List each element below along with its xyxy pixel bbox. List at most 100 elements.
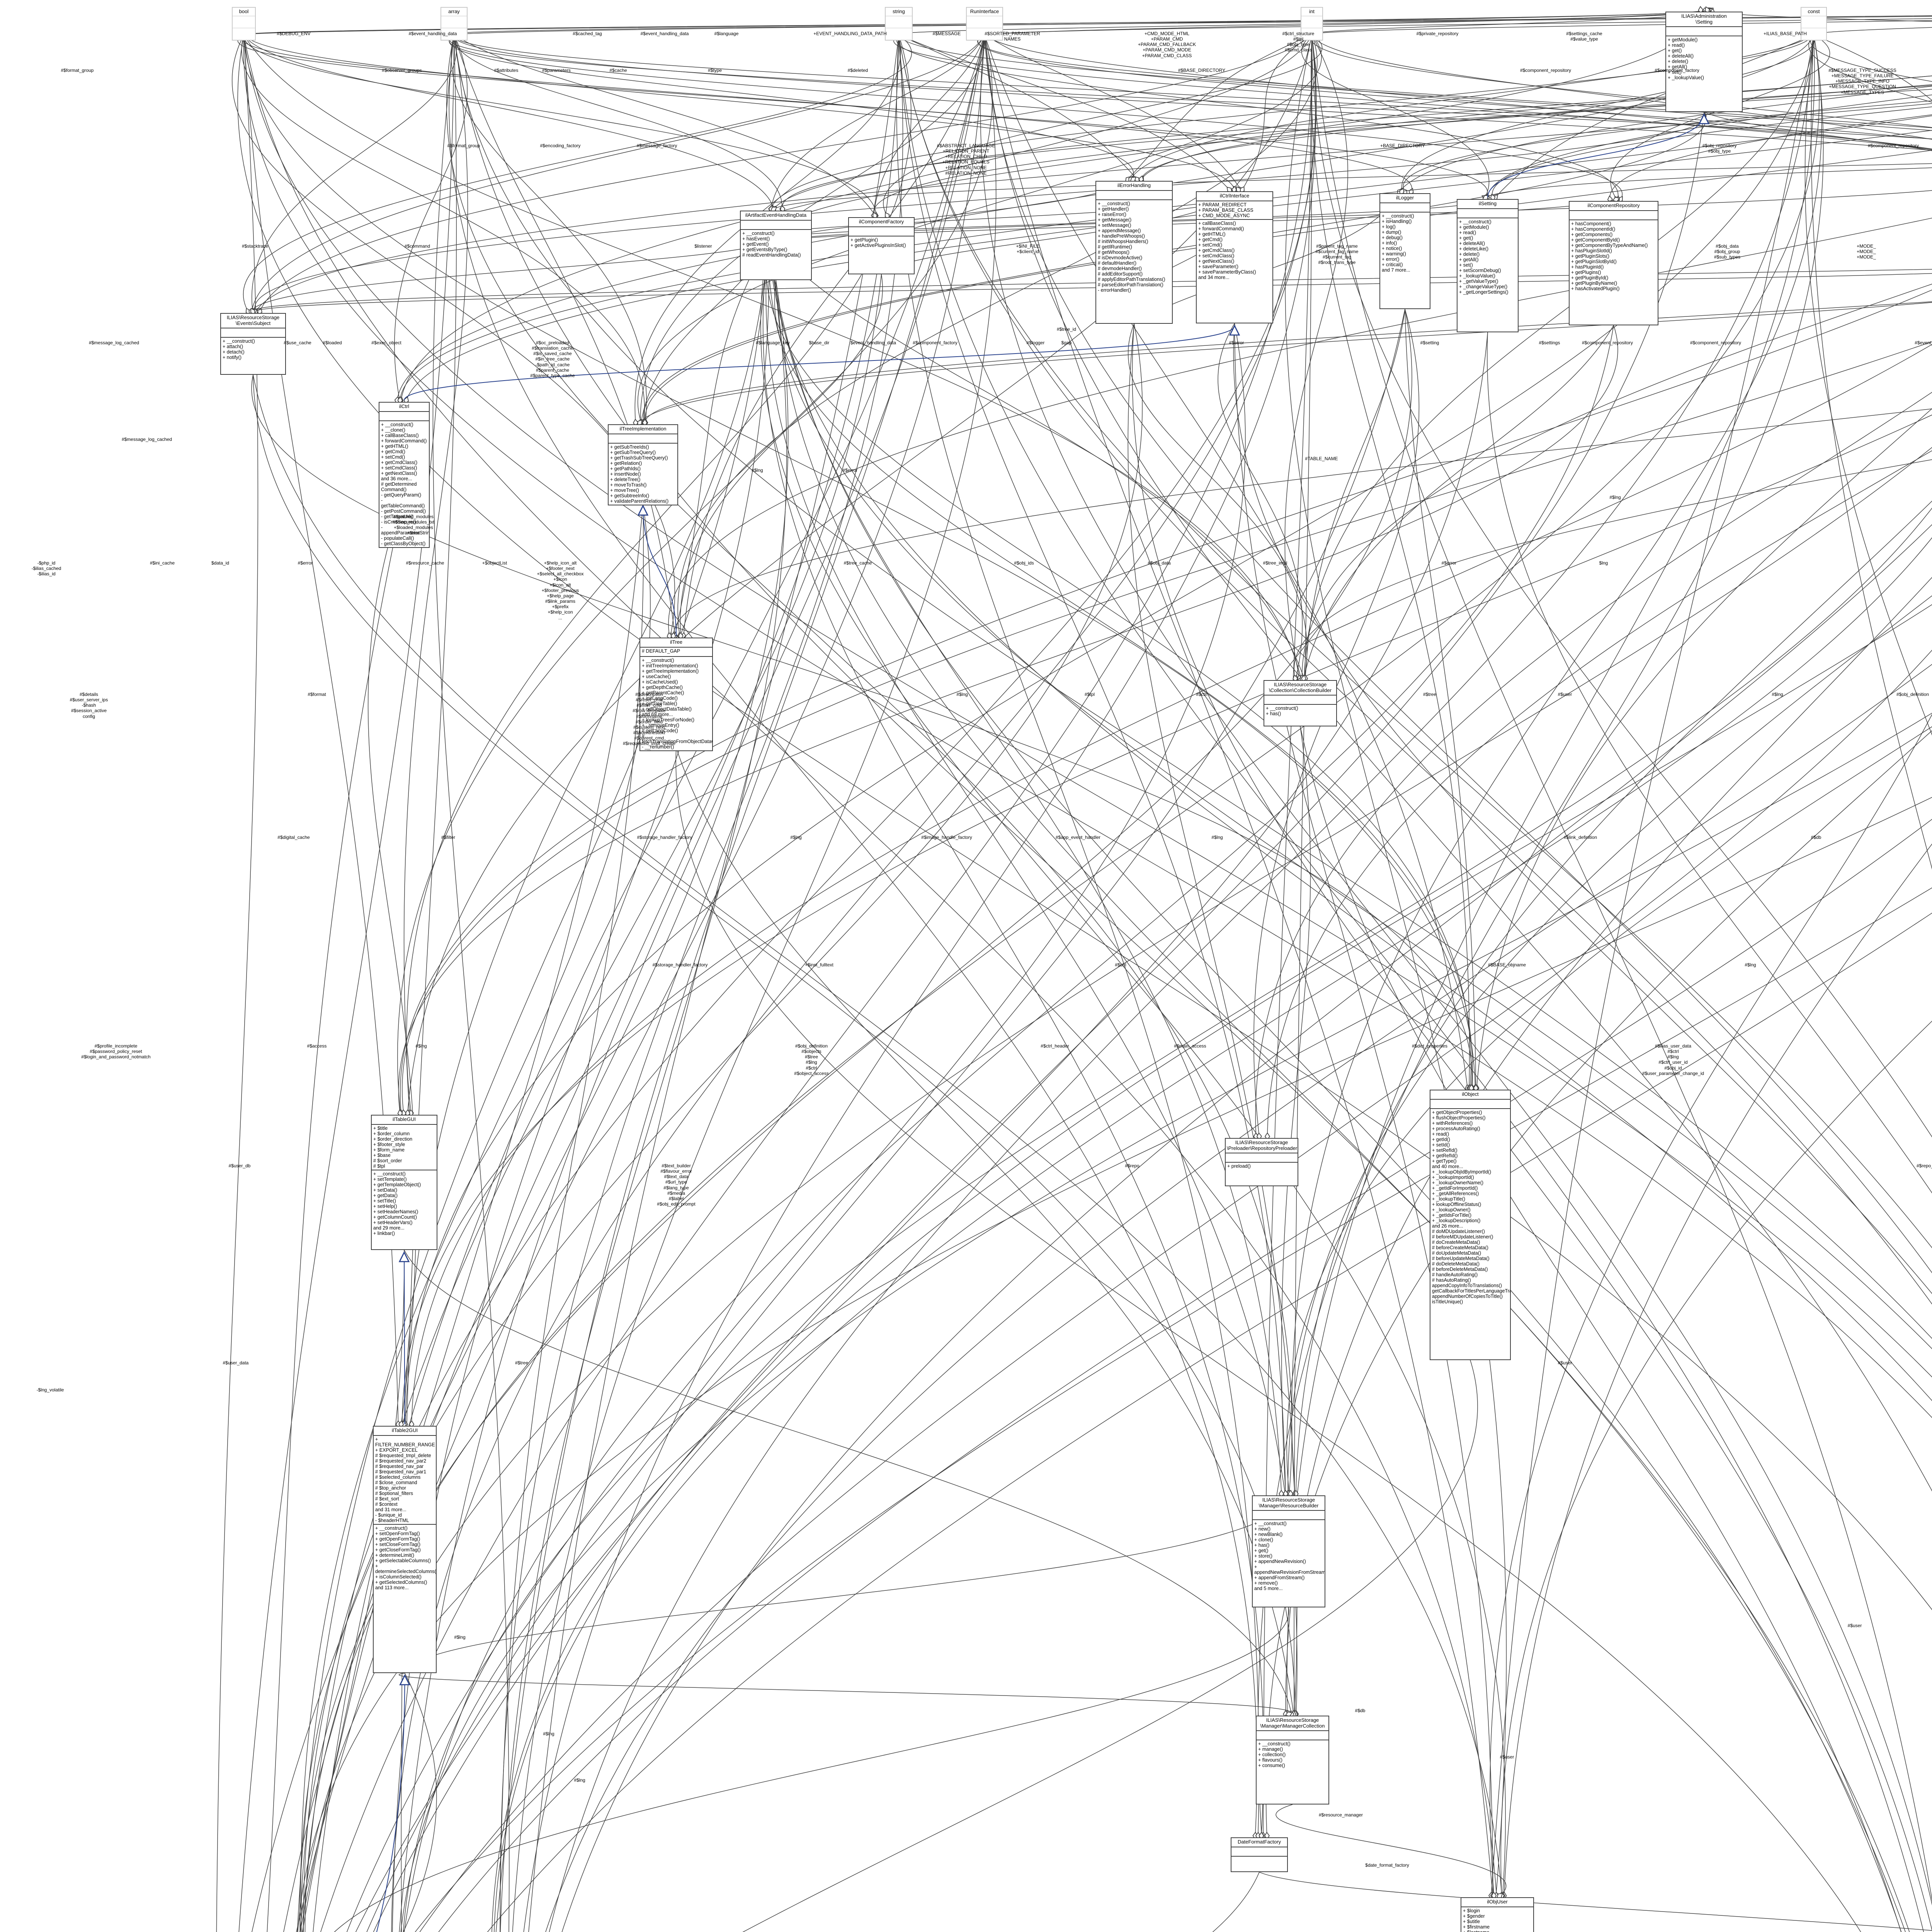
class-node-ilComponentRepository[interactable]: ilComponentRepository+ hasComponent() + … xyxy=(1569,201,1658,325)
edge-label: #$attributes xyxy=(494,68,519,73)
class-node-int[interactable]: int xyxy=(1301,7,1323,41)
class-node-operations xyxy=(886,28,912,40)
edge-label: $data_id xyxy=(211,560,230,566)
edge-label: #$command xyxy=(404,243,430,249)
class-node-attributes xyxy=(849,227,914,236)
edge-label: #$setting xyxy=(1420,340,1439,345)
class-node-title: ilTreeImplementation xyxy=(609,425,677,434)
class-node-bool[interactable]: bool xyxy=(232,7,256,41)
class-node-attributes xyxy=(1226,1153,1298,1163)
edge-label: #$component_repository xyxy=(1690,340,1742,345)
class-node-ilTable2GUI[interactable]: ilTable2GUI+ FILTER_NUMBER_RANGE + EXPOR… xyxy=(373,1426,437,1673)
edge-label: #$tree_id xyxy=(1056,327,1077,332)
class-node-operations: + hasComponent() + hasComponentId() + ge… xyxy=(1571,221,1648,291)
edge-label: $listener xyxy=(694,243,712,249)
edge-label: +MODE_ +MODE_ +MODE_ xyxy=(1857,243,1876,260)
class-node-title: ilTableGUI xyxy=(372,1116,437,1125)
class-node-operations: + __construct() + __clone() + callBaseCl… xyxy=(381,422,430,546)
class-node-ilObject[interactable]: ilObject+ getObjectProperties() + flushO… xyxy=(1430,1090,1511,1360)
class-node-string1[interactable]: string xyxy=(885,7,913,41)
class-node-ILIAS_ResourceStorage_Manager_ResourceBuilder[interactable]: ILIAS\ResourceStorage \Manager\ResourceB… xyxy=(1252,1495,1325,1607)
class-node-title: bool xyxy=(233,8,255,16)
class-node-ilComponentFactory[interactable]: ilComponentFactory+ getPlugin() + getAct… xyxy=(848,217,915,274)
class-node-ilTree[interactable]: ilTree# DEFAULT_GAP+ __construct() + ini… xyxy=(639,638,713,751)
class-node-operations: + getModule() + read() + get() + deleteA… xyxy=(1668,37,1704,81)
edge-label: #$language_key xyxy=(755,340,790,345)
class-node-attributes xyxy=(1380,203,1430,213)
class-node-title: ilArtifactEventHandlingData xyxy=(741,211,811,221)
class-node-ILIAS_ResourceStorage_Manager_ManagerCollection[interactable]: ILIAS\ResourceStorage \Manager\ManagerCo… xyxy=(1256,1716,1329,1804)
edge-label: #$tree xyxy=(1423,692,1437,697)
edge-label: #$message_factory xyxy=(636,143,677,148)
edge-label: #$event_handling_data xyxy=(640,31,689,36)
edge-label: #$component_repository xyxy=(1582,340,1633,345)
edge-label: #$settings xyxy=(1539,340,1560,345)
edge-label: #$lng xyxy=(1745,962,1756,968)
class-node-ilObjUser[interactable]: ilObjUser+ $login + $gender + $utitle + … xyxy=(1461,1897,1534,1932)
class-node-attributes xyxy=(441,16,467,28)
class-node-title: ilCtrlInterface xyxy=(1197,192,1272,201)
edge-label: #$main_access xyxy=(1174,1043,1206,1049)
edge-label: #$encoding_factory xyxy=(540,143,581,148)
class-node-ILIAS_Administration_Setting[interactable]: ILIAS\Administration \Setting+ getModule… xyxy=(1665,12,1743,112)
edge-label: #$user_data xyxy=(223,1360,249,1366)
class-node-ilSetting[interactable]: ilSetting+ __construct() + getModule() +… xyxy=(1457,199,1519,332)
class-node-ILIAS_ResourceStorage_Events_Subject[interactable]: ILIAS\ResourceStorage \Events\Subject+ _… xyxy=(220,313,286,375)
class-node-attributes xyxy=(221,328,285,338)
class-node-ilCtrlInterface[interactable]: ilCtrlInterface+ PARAM_REDIRECT + PARAM_… xyxy=(1196,191,1273,323)
edge-label: #$BASE_objname xyxy=(1488,962,1526,968)
class-node-array[interactable]: array xyxy=(440,7,468,41)
edge-label: #$user_db xyxy=(228,1163,251,1168)
edge-label: #$private_repository xyxy=(1416,31,1459,36)
class-node-operations: + __construct() + new() + newBlank() + c… xyxy=(1254,1521,1325,1592)
class-node-title: ilErrorHandling xyxy=(1096,182,1172,191)
edge-label: #$storage_handler_factory xyxy=(637,835,692,840)
class-node-attributes xyxy=(1264,696,1336,705)
class-node-attributes xyxy=(1257,1731,1328,1741)
edge-label: #$profile_incomplete #$password_policy_r… xyxy=(81,1043,151,1060)
class-node-const[interactable]: const xyxy=(1801,7,1827,41)
edge-label: #$error xyxy=(1441,560,1457,566)
edge-label: -$php_id -$ilias_cached -$ilias_id xyxy=(31,560,61,577)
class-node-operations: + __construct() + manage() + collection(… xyxy=(1258,1741,1291,1769)
class-node-title: array xyxy=(441,8,467,16)
edge-label: #$event_handler xyxy=(1915,340,1932,345)
edge-label: #$error xyxy=(1229,340,1244,345)
class-node-ilCtrl[interactable]: ilCtrl+ __construct() + __clone() + call… xyxy=(379,402,430,548)
class-node-attributes xyxy=(1430,1100,1510,1109)
edge-label: #TABLE_NAME xyxy=(1305,456,1338,461)
class-node-title: ilObjUser xyxy=(1461,1898,1533,1907)
edge-label: #$logger xyxy=(1026,340,1045,345)
edge-label: #$obj_data xyxy=(1148,560,1171,566)
class-node-operations: + __construct() + isHandling() + log() +… xyxy=(1382,213,1414,273)
class-node-ILIAS_ResourceStorage_Manager_RepositoryPreloader[interactable]: ILIAS\ResourceStorage \Preloader\Reposit… xyxy=(1225,1138,1298,1186)
class-node-title: ILIAS\ResourceStorage \Manager\ManagerCo… xyxy=(1257,1716,1328,1731)
class-node-ilArtifactEventHandlingData[interactable]: ilArtifactEventHandlingData+ __construct… xyxy=(740,211,812,280)
class-node-attributes: + FILTER_NUMBER_RANGE + EXPORT_EXCEL # $… xyxy=(374,1436,436,1525)
class-node-ilTableGUI[interactable]: ilTableGUI+ $title + $order_column + $or… xyxy=(371,1115,437,1250)
edge-label: #$cache xyxy=(609,68,627,73)
class-node-RunInterface[interactable]: RunInterface xyxy=(966,7,1003,41)
edge-label: #$user xyxy=(1500,1754,1514,1760)
class-node-ILIAS_ResourceStorage_Collection_CollectionBuilder[interactable]: ILIAS\ResourceStorage \Collection\Collec… xyxy=(1264,680,1337,726)
class-node-title: const xyxy=(1801,8,1826,16)
class-node-ilErrorHandling[interactable]: ilErrorHandling+ __construct() + getHand… xyxy=(1095,181,1173,324)
edge-label: #$loaded xyxy=(323,340,342,345)
class-node-DateFormatFactory[interactable]: DateFormatFactory xyxy=(1231,1837,1288,1872)
class-node-operations xyxy=(233,28,255,40)
edge-label: #$deleted xyxy=(847,68,868,73)
class-node-title: int xyxy=(1301,8,1322,16)
class-node-ilLogger[interactable]: ilLogger+ __construct() + isHandling() +… xyxy=(1379,193,1430,309)
edge-label: +$help_icon_alt +$footer_next +$select_a… xyxy=(537,560,584,621)
edge-label: -$lng_volatile xyxy=(36,1387,64,1393)
edge-label: #$tree_impl xyxy=(1263,560,1287,566)
edge-label: #$lng xyxy=(1211,835,1223,840)
class-node-attributes xyxy=(1253,1511,1325,1520)
edge-label: +BASE_DIRECTORY xyxy=(1380,143,1425,148)
edge-label: #$image_handle_factory xyxy=(921,835,972,840)
edge-label: #$repo xyxy=(1125,1163,1139,1168)
edge-label: #$text_builder #$flavour_error #$text_da… xyxy=(657,1163,696,1207)
class-node-ilTreeImplementation[interactable]: ilTreeImplementation+ getSubTreeIds() + … xyxy=(608,424,678,505)
class-node-attributes xyxy=(1301,16,1322,28)
class-node-title: ilObject xyxy=(1430,1090,1510,1100)
